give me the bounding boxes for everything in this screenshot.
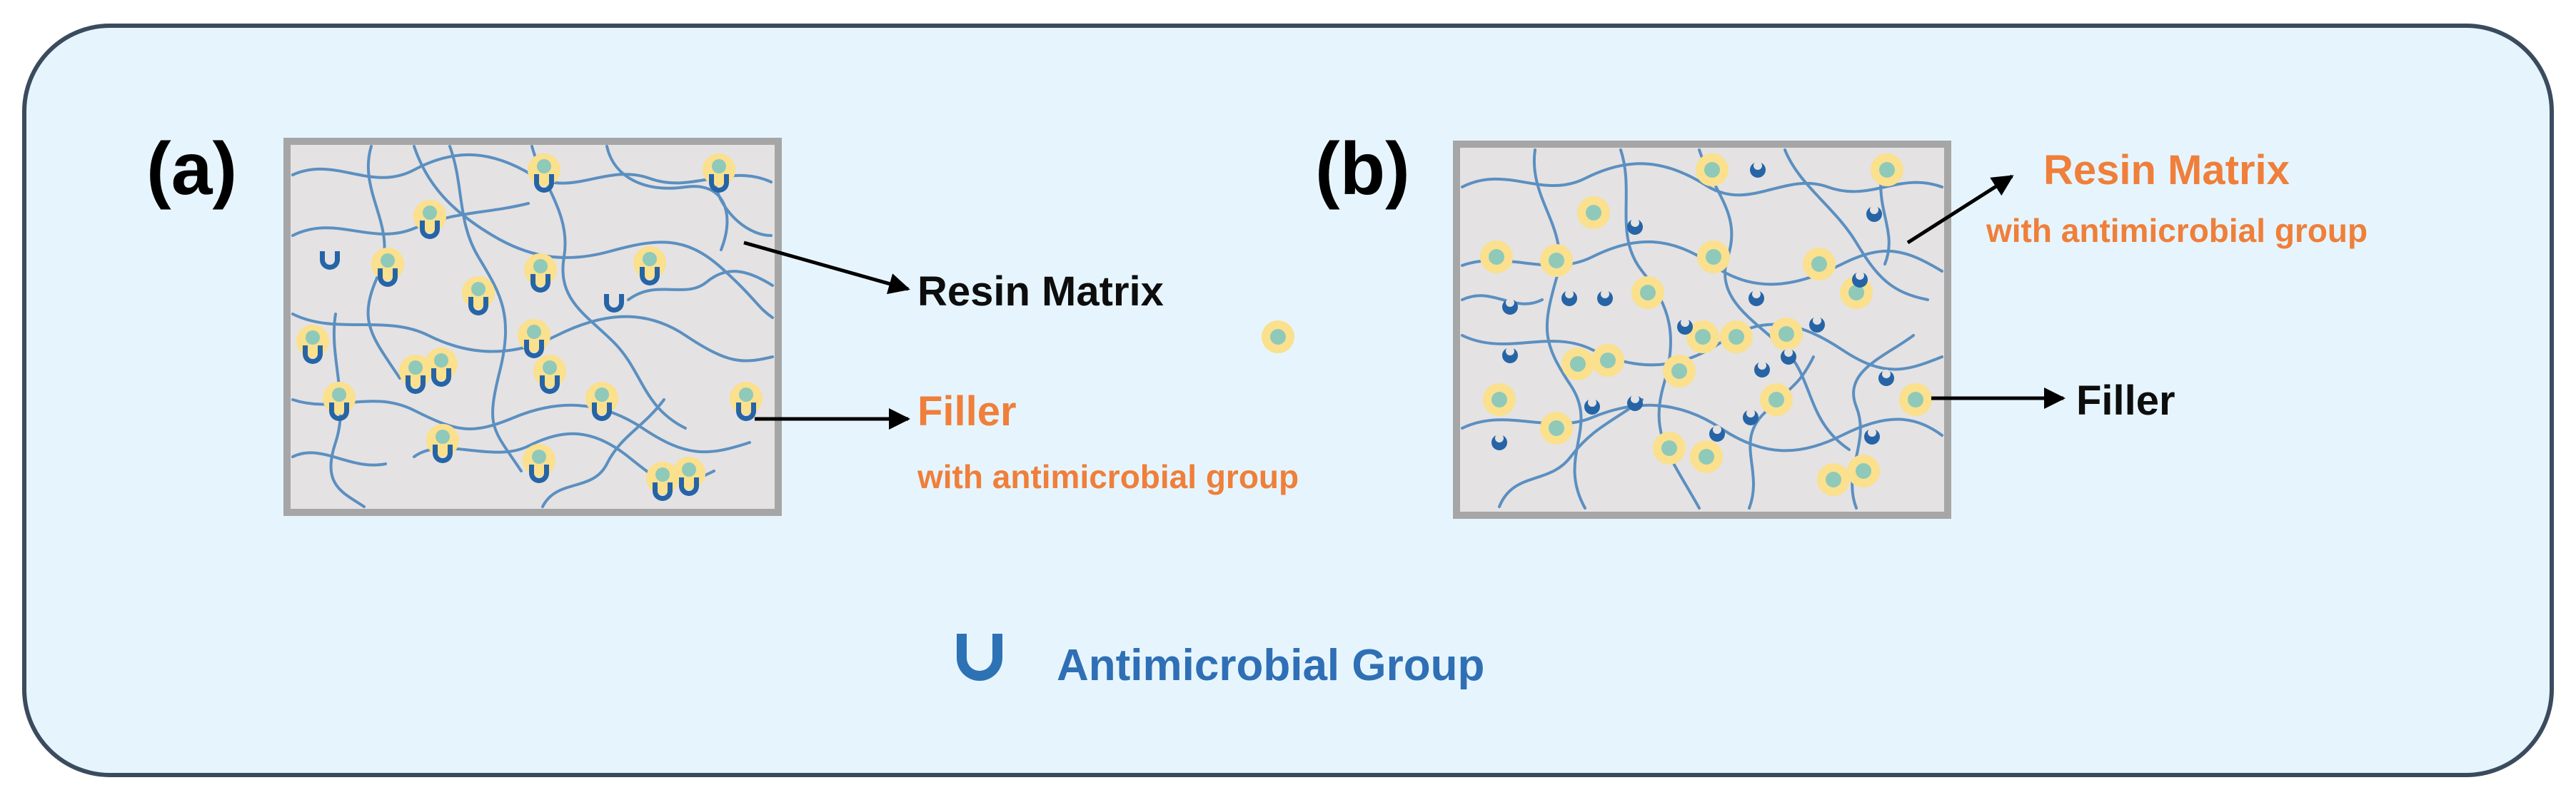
panel-b-resin-matrix-label: Resin Matrix (2043, 147, 2290, 193)
panel-b-box (1453, 141, 1951, 519)
panel-b-label: (b) (1315, 128, 1410, 211)
panel-a-filler-label: Filler (917, 388, 1017, 435)
panel-b-resin-arrow (1906, 174, 2014, 245)
panel-a-box (283, 138, 782, 516)
panel-a-resin-matrix-label: Resin Matrix (917, 268, 1164, 315)
panel-b-resin-matrix-sub-label: with antimicrobial group (1986, 212, 2368, 249)
panel-b-filler-label: Filler (2076, 378, 2175, 424)
panel-a-label: (a) (146, 128, 238, 211)
legend-label: Antimicrobial Group (1057, 641, 1485, 690)
panel-a-resin-arrow (743, 241, 910, 295)
panel-a-filler-sub-label: with antimicrobial group (917, 458, 1299, 495)
antimicrobial-group-icon (957, 634, 1002, 681)
stray-filler-particle (1262, 320, 1294, 353)
